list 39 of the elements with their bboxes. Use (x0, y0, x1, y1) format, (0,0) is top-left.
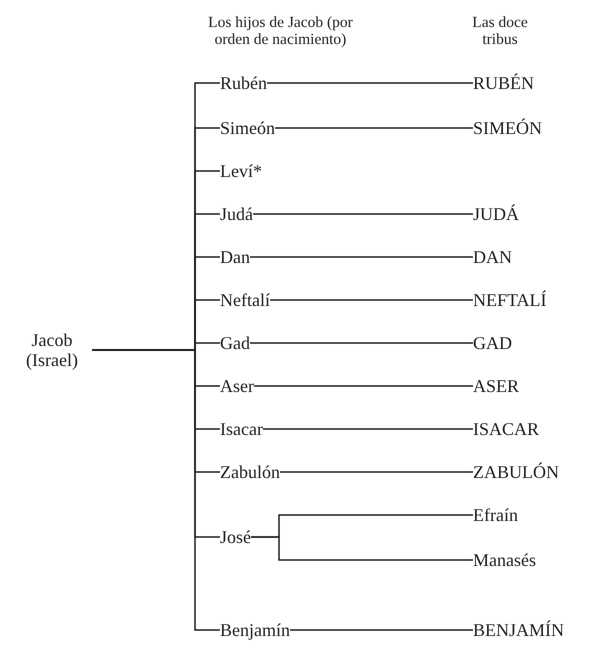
son-name: Neftalí (220, 289, 270, 311)
connector-line (280, 471, 473, 473)
son-name: Judá (220, 203, 253, 225)
son-name: Leví* (220, 160, 262, 182)
connector-line (254, 385, 473, 387)
tribe-name: ISACAR (473, 418, 540, 440)
son-name: Gad (220, 332, 250, 354)
person-name: Jacob (Israel) (12, 330, 92, 370)
connector-line (250, 342, 473, 344)
tribe-name: NEFTALÍ (473, 289, 547, 311)
column-heading: Los hijos de Jacob (por orden de nacimiento) (208, 14, 353, 48)
connector-line (92, 349, 220, 631)
connector-line (267, 82, 473, 84)
son-name: Simeón (220, 117, 276, 139)
connector-line (253, 213, 473, 215)
tribe-name: BENJAMÍN (473, 619, 564, 641)
tribe-name: RUBÉN (473, 72, 534, 94)
son-name: Aser (220, 375, 254, 397)
tribe-name: ASER (473, 375, 520, 397)
tribe-name: GAD (473, 332, 512, 354)
tribe-name: SIMEÓN (473, 117, 542, 139)
son-name: Isacar (220, 418, 263, 440)
connector-line (290, 629, 473, 631)
connector-line (275, 127, 473, 129)
son-name: Dan (220, 246, 250, 268)
son-name: José (220, 526, 251, 548)
son-name: Benjamín (220, 619, 290, 641)
connector-line (270, 299, 473, 301)
son-name: Rubén (220, 72, 267, 94)
connector-line (251, 536, 473, 561)
connector-line (250, 256, 473, 258)
tribe-name: Efraín (473, 504, 518, 526)
connector-line (262, 428, 473, 430)
son-name: Zabulón (220, 461, 280, 483)
column-heading: Las doce tribus (471, 14, 529, 48)
tribe-name: Manasés (473, 549, 536, 571)
tribe-name: JUDÁ (473, 203, 520, 225)
tribe-name: ZABULÓN (473, 461, 559, 483)
tribe-name: DAN (473, 246, 512, 268)
